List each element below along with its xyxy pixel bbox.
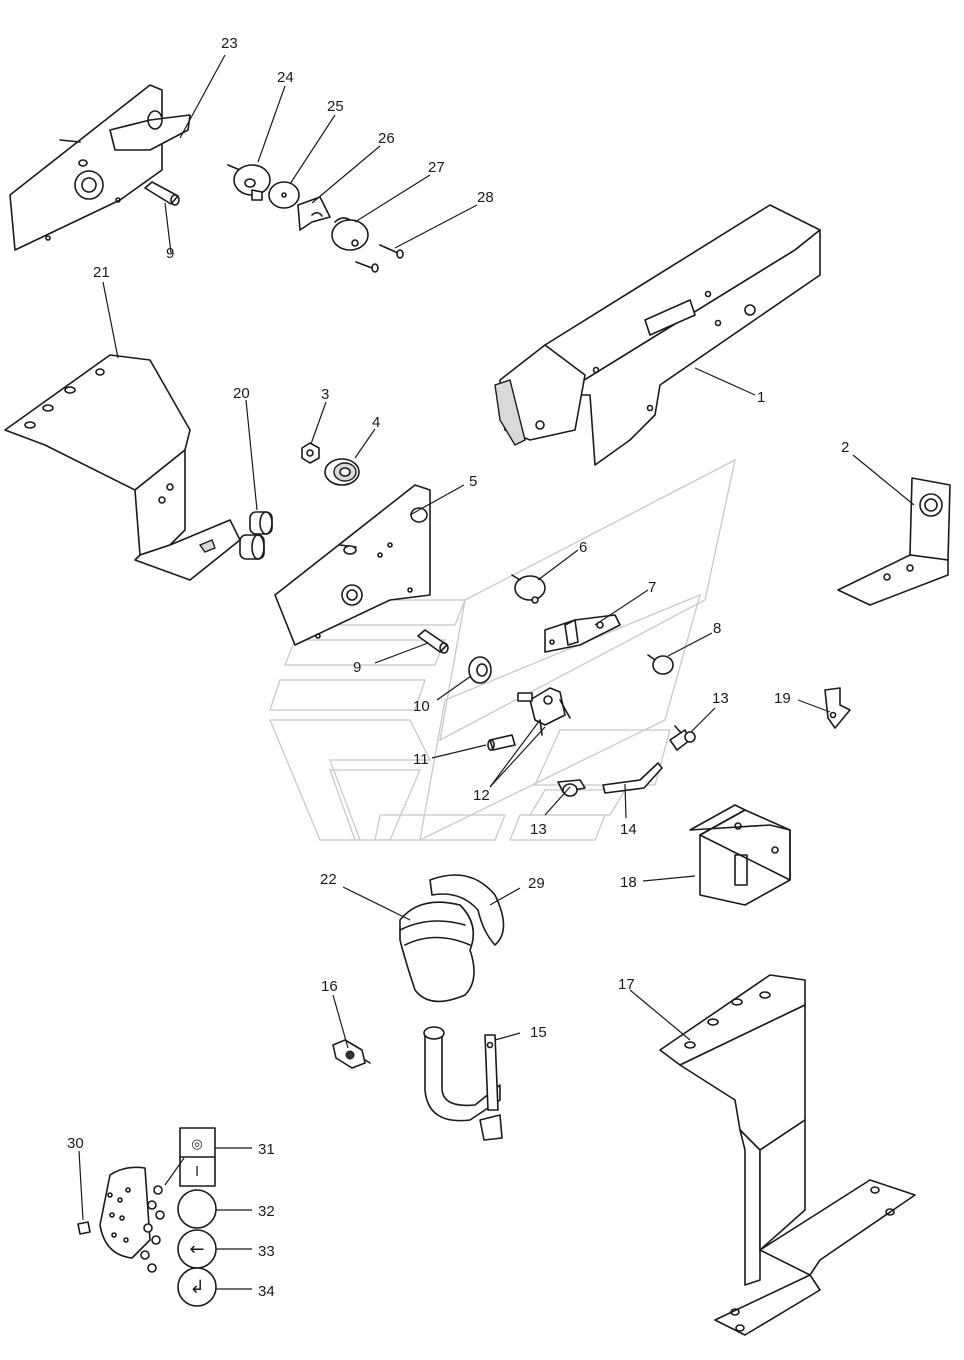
part-14-rod [602,762,663,794]
callout-26: 26 [378,130,395,147]
callout-13-right: 13 [712,690,729,707]
part-2-bracket [837,477,951,606]
part-21-bent-bracket [4,354,241,581]
return-arrow-icon: ↲ [189,1277,204,1298]
part-10-washer [468,656,492,684]
callout-29: 29 [528,875,545,892]
part-28-screws [355,244,404,273]
arrow-left-icon: ← [189,1239,204,1260]
part-4-bearing [324,458,360,486]
callout-8: 8 [713,620,721,637]
part-19-clip [824,687,851,729]
part-7-bracket [544,614,621,653]
callout-1: 1 [757,389,765,406]
part-18-u-bracket [689,804,791,906]
part-15-hose [423,1026,503,1141]
part-8-knob [647,654,674,675]
part-23-top-plate [9,84,191,251]
callout-28: 28 [477,189,494,206]
part-33-arrow-button: ← [177,1229,217,1269]
callout-9-lower: 9 [353,659,361,676]
part-22-boot [399,901,475,1003]
part-27-cam-cover [331,217,369,251]
callout-18: 18 [620,874,637,891]
part-12-clevis [517,687,571,736]
callout-13-lower: 13 [530,821,547,838]
callout-3: 3 [321,386,329,403]
callout-22: 22 [320,871,337,888]
callout-17: 17 [618,976,635,993]
part-11-pin [487,734,516,751]
callout-4: 4 [372,414,380,431]
callout-6: 6 [579,539,587,556]
part-29-ring [429,874,505,946]
callout-9-upper: 9 [166,245,174,262]
part-3-nut [301,442,320,464]
part-34-return-button: ↲ [177,1267,217,1307]
callout-11: 11 [413,751,429,768]
part-31-label-plate: ◎ I [179,1127,216,1187]
part-16-switch [332,1039,371,1069]
part-17-large-bracket [659,974,916,1336]
callout-12: 12 [473,787,490,804]
callout-20: 20 [233,385,250,402]
part-26-clip-plate [297,196,331,231]
part-13-ball-joint-right [669,725,696,751]
callout-21: 21 [93,264,110,281]
part-1-cover [494,204,821,466]
callout-30: 30 [67,1135,84,1152]
part-5-plate [274,484,431,646]
callout-16: 16 [321,978,338,995]
callout-2: 2 [841,439,849,456]
callout-14: 14 [620,821,637,838]
callout-19: 19 [774,690,791,707]
callout-31: 31 [258,1141,275,1158]
part-32-button [177,1189,217,1229]
part-24-cam [227,164,271,201]
callout-10: 10 [413,698,430,715]
callout-24: 24 [277,69,294,86]
part-9-pin-upper [144,181,180,206]
callout-labels: 1 2 3 4 5 6 7 8 9 9 10 11 12 13 13 14 15… [67,35,849,1300]
callout-33: 33 [258,1243,275,1260]
callout-32: 32 [258,1203,275,1220]
callout-25: 25 [327,98,344,115]
leader-lines [78,54,915,1290]
part-20-bushings [239,511,273,560]
part-13-ball-joint-lower [557,779,586,797]
callout-23: 23 [221,35,238,52]
part-30-nut [77,1221,91,1235]
callout-5: 5 [469,473,477,490]
watermark-logo [269,458,736,842]
part-6-cam [511,574,546,604]
part-9-pin-lower [417,629,449,654]
symbol-31-bottom: I [195,1165,199,1180]
callout-15: 15 [530,1024,547,1041]
symbol-31-top: ◎ [191,1137,202,1152]
callout-27: 27 [428,159,445,176]
button-strip [99,1166,165,1273]
callout-34: 34 [258,1283,275,1300]
callout-7: 7 [648,579,656,596]
part-25-washer [268,181,300,209]
